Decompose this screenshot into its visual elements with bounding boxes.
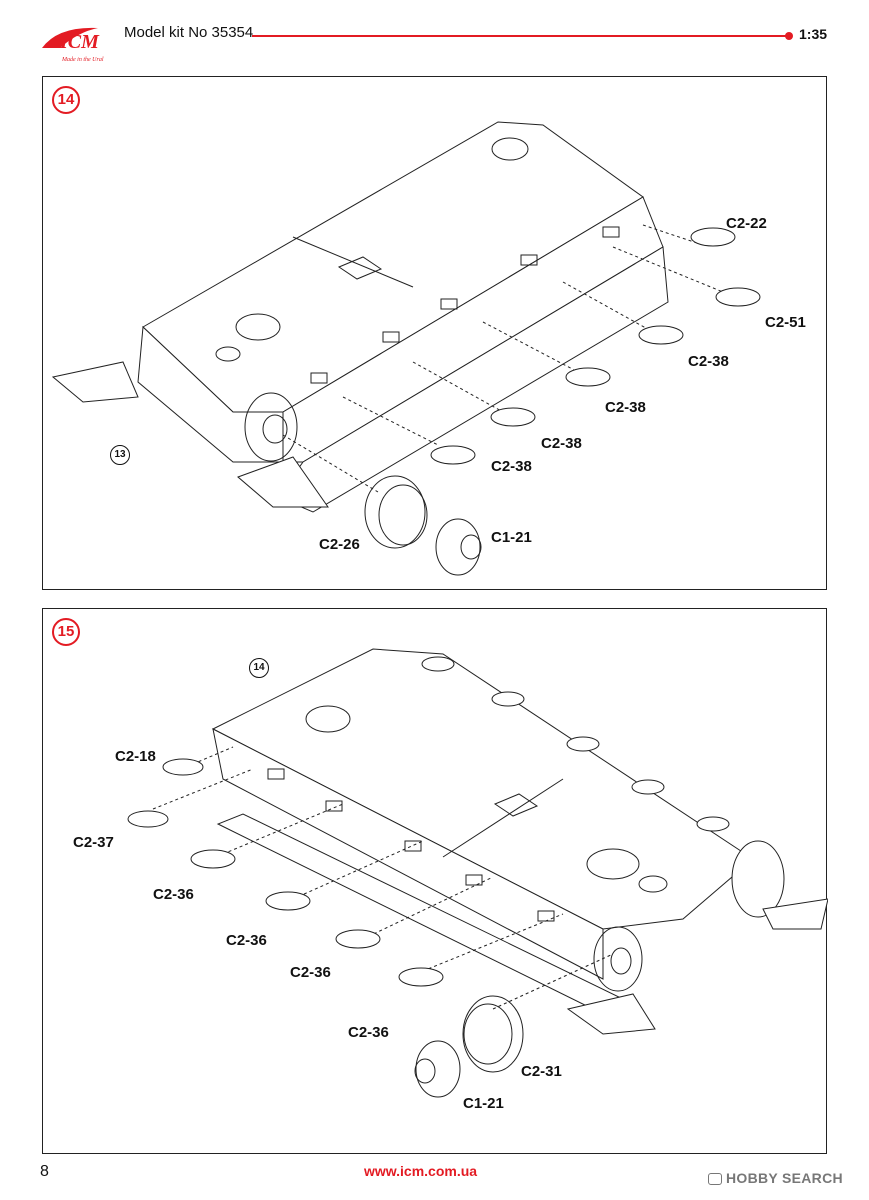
part-label: C2-26 [319,536,360,553]
square-access-plate [493,793,539,817]
page-number: 8 [40,1163,49,1180]
round-hatch [215,346,241,362]
square-access-plate [337,256,383,280]
reference-step-badge: 14 [249,658,269,678]
part-label: C2-36 [226,932,267,949]
scale-label: 1:35 [799,26,828,42]
kit-title: Model kit No 35354 [124,24,254,41]
round-hatch [638,875,668,893]
part-label: C2-38 [491,458,532,475]
icm-logo: ICM Made in the Ural [42,27,104,63]
header-rule-dot [785,32,793,40]
step-number-badge: 15 [52,618,80,646]
part-label: C2-36 [290,964,331,981]
svg-text:ICM: ICM [59,31,100,53]
part-label: C2-38 [688,353,729,370]
front-mudguard [51,361,139,403]
part-label: C2-38 [541,435,582,452]
step-14-hull-drawing [51,121,761,576]
assembly-guide-lines [152,746,614,1010]
part-label: C2-38 [605,399,646,416]
round-hatch [305,705,351,733]
part-label: C2-51 [765,314,806,331]
hull-side-plate [212,728,604,980]
page-header: ICM Made in the Ural Model kit No 35354 … [0,0,869,80]
installed-arms [421,656,730,832]
rear-mudguard [237,456,329,508]
sprocket-c1-21 [415,1040,461,1098]
rear-mudguard [762,898,828,930]
svg-text:Made in the Ural: Made in the Ural [61,57,104,63]
drive-housing [244,392,298,462]
part-label: C2-37 [73,834,114,851]
part-label: C1-21 [491,529,532,546]
round-hatch [491,137,529,161]
part-label: C2-18 [115,748,156,765]
front-mudguard [566,993,656,1035]
part-label: C2-31 [521,1063,562,1080]
suspension-brackets [267,768,555,922]
round-hatch [235,313,281,341]
watermark-text: HOBBY SEARCH [726,1170,843,1186]
rear-idler-housing [731,840,785,918]
watermark: HOBBY SEARCH [708,1170,843,1186]
round-hatch [586,848,640,880]
step-14-panel: 14 13 [42,76,827,590]
part-label: C2-36 [348,1024,389,1041]
suspension-arms [430,227,761,465]
wheel-c2-31 [462,995,524,1073]
watermark-logo-icon [708,1173,722,1185]
part-label: C2-36 [153,886,194,903]
part-label: C1-21 [463,1095,504,1112]
suspension-arms [127,758,444,987]
step-15-hull-drawing [127,648,828,1098]
drive-housing [593,926,643,992]
website-link[interactable]: www.icm.com.ua [364,1163,478,1179]
step-15-panel: 15 14 [42,608,828,1154]
header-rule [252,35,787,37]
wheel-c2-26 [364,475,426,549]
assembly-guide-lines [282,224,724,493]
suspension-brackets [310,226,620,384]
part-label: C2-22 [726,215,767,232]
reference-step-badge: 13 [110,445,130,465]
step-number-badge: 14 [52,86,80,114]
sprocket-c1-21 [435,518,481,576]
